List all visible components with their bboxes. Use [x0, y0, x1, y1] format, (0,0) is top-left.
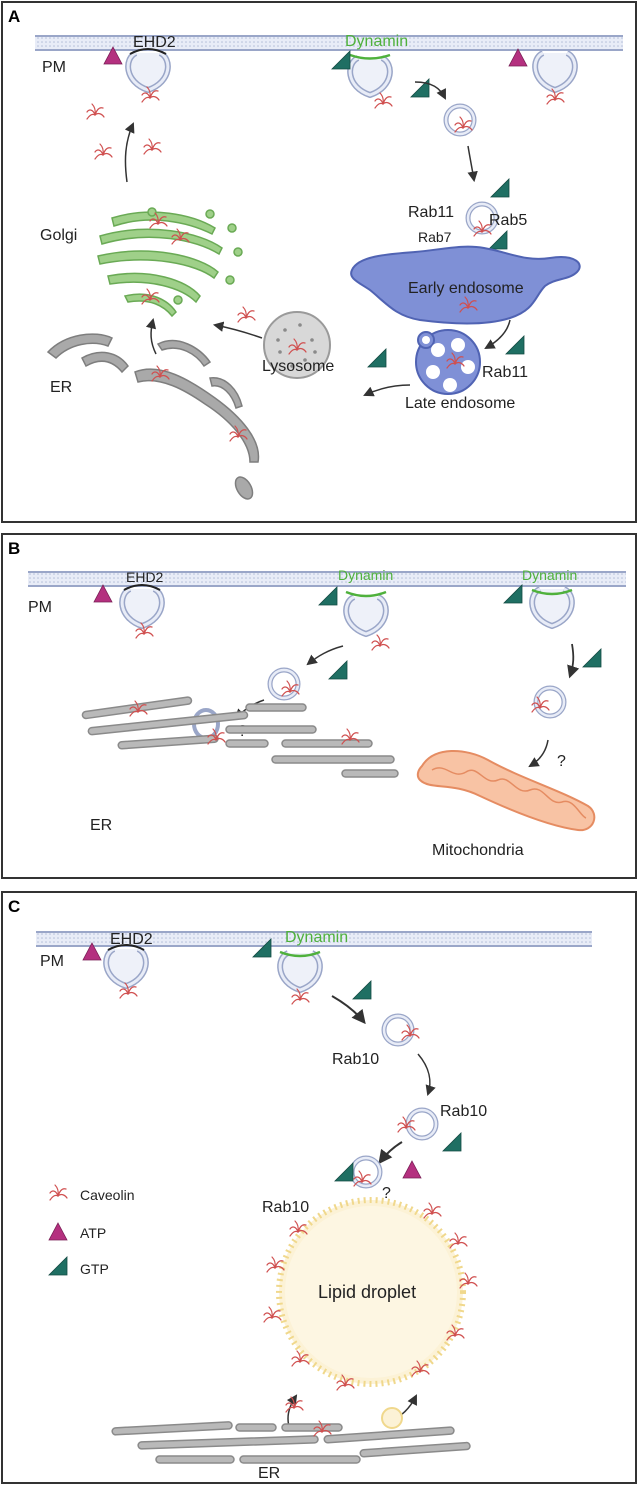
vesicle-c-1 [384, 1016, 412, 1044]
pm-label-b: PM [28, 599, 52, 616]
question-c: ? [382, 1185, 391, 1202]
er-a [46, 333, 260, 500]
er-label-b: ER [90, 817, 112, 834]
rab10-label-c-1: Rab10 [332, 1051, 379, 1068]
arrow-golgi-to-pm [124, 122, 135, 183]
mitochondria-label: Mitochondria [432, 842, 524, 859]
arrow-c-2 [417, 1053, 436, 1096]
lysosome-label: Lysosome [262, 358, 334, 375]
arrow-a-1 [414, 81, 446, 100]
caveola-ehd2-a [128, 53, 168, 90]
lipid-droplet [276, 1197, 466, 1387]
arrow-er-to-golgi [145, 317, 157, 355]
legend-gtp-label: GTP [80, 1261, 109, 1277]
caveola-ehd2-b [122, 589, 162, 626]
vesicle-a-1 [446, 106, 474, 134]
arrow-c-3 [378, 1141, 403, 1165]
rab11-label-late: Rab11 [482, 364, 528, 381]
lipid-droplet-label: Lipid droplet [318, 1282, 416, 1302]
vesicle-c-2 [408, 1110, 436, 1138]
dynamin-label-c: Dynamin [285, 929, 348, 946]
ehd2-label-a: EHD2 [133, 34, 176, 51]
arrow-a-3 [484, 319, 511, 350]
er-label-a: ER [50, 379, 72, 396]
legend-atp-label: ATP [80, 1225, 106, 1241]
mitochondria [416, 749, 596, 832]
rab10-label-c-2: Rab10 [440, 1103, 487, 1120]
dynamin-ring-a [349, 53, 391, 60]
caveola-dynamin-c [280, 953, 320, 990]
golgi-label: Golgi [40, 227, 77, 244]
caveola-dynamin-b [346, 597, 386, 634]
legend-caveolin-label: Caveolin [80, 1187, 134, 1203]
arrow-c-1 [331, 995, 366, 1025]
rab10-label-c-3: Rab10 [262, 1199, 309, 1216]
plasma-membrane-b [28, 571, 626, 587]
ehd2-ring-b [123, 584, 161, 591]
caveola-a-3 [535, 53, 575, 90]
rab7-label: Rab7 [418, 229, 452, 245]
ehd2-label-b: EHD2 [126, 569, 164, 585]
arrow-b-4 [528, 739, 549, 768]
golgi [97, 207, 243, 318]
panel-c-letter: C [8, 897, 20, 916]
panel-b-letter: B [8, 539, 20, 558]
dynamin-ring-b [345, 590, 387, 598]
er-b [81, 696, 399, 778]
caveola-dynamin-a [350, 58, 390, 95]
caveola-ehd2-c [106, 949, 146, 986]
er-c [111, 1421, 471, 1464]
ehd2-ring-c [107, 944, 145, 951]
lysosome-dots [276, 323, 317, 368]
pm-label-c: PM [40, 953, 64, 970]
late-endosome [415, 329, 481, 395]
arrow-lysosome-to-golgi [212, 321, 263, 339]
panel-b-frame [1, 533, 637, 879]
early-endosome [350, 245, 581, 325]
panel-a-letter: A [8, 7, 20, 26]
rab5-label: Rab5 [489, 212, 527, 229]
panel-c-frame [1, 891, 637, 1484]
dynamin-label-b-2: Dynamin [522, 567, 577, 583]
ehd2-label-c: EHD2 [110, 931, 153, 948]
dynamin-ring-b-2 [531, 588, 573, 596]
arrow-b-1 [306, 645, 344, 666]
er-budding-droplet [381, 1407, 403, 1429]
ehd2-ring-a [129, 48, 167, 55]
late-endosome-label: Late endosome [405, 395, 515, 412]
plasma-membrane-a [35, 35, 623, 51]
dynamin-label-a: Dynamin [345, 33, 408, 50]
dynamin-label-b-1: Dynamin [338, 567, 393, 583]
vesicle-c-3 [352, 1158, 380, 1186]
question-b-2: ? [557, 753, 566, 770]
arrow-late-to-lysosome [363, 384, 411, 397]
legend: Caveolin ATP GTP [48, 1184, 134, 1277]
er-label-c: ER [258, 1465, 280, 1482]
early-endosome-label: Early endosome [408, 280, 524, 297]
arrow-a-2 [467, 145, 478, 183]
dynamin-ring-c [279, 950, 321, 958]
rab11-label-a: Rab11 [408, 204, 454, 221]
arrow-b-3 [567, 643, 580, 679]
pm-label-a: PM [42, 59, 66, 76]
